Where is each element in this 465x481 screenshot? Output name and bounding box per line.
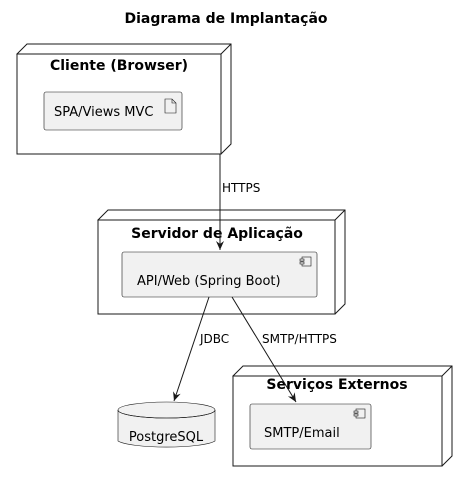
- edge-jdbc-label: JDBC: [199, 332, 229, 346]
- artifact-spa-views: SPA/Views MVC: [43, 91, 183, 131]
- database-postgresql-label: PostgreSQL: [129, 430, 204, 445]
- edge-smtp-label: SMTP/HTTPS: [262, 332, 337, 346]
- node-cliente-title: Cliente (Browser): [50, 58, 188, 74]
- component-api-web: API/Web (Spring Boot): [121, 251, 318, 298]
- node-servidor-title: Servidor de Aplicação: [131, 226, 303, 242]
- component-smtp-email: SMTP/Email: [249, 403, 372, 450]
- edge-https-label: HTTPS: [222, 181, 260, 195]
- edge-smtp: SMTP/HTTPS: [231, 296, 337, 403]
- node-externos-title: Serviços Externos: [266, 377, 407, 393]
- component-api-web-label: API/Web (Spring Boot): [137, 274, 281, 289]
- component-icon: [299, 256, 312, 267]
- artifact-spa-views-label: SPA/Views MVC: [54, 105, 153, 120]
- component-smtp-email-label: SMTP/Email: [264, 426, 340, 441]
- component-icon: [353, 408, 366, 419]
- node-externos: Serviços Externos SMTP/Email: [232, 365, 453, 467]
- node-cliente: Cliente (Browser) SPA/Views MVC: [16, 43, 232, 155]
- edge-jdbc: JDBC: [173, 296, 229, 402]
- artifact-icon: [164, 98, 177, 114]
- node-servidor: Servidor de Aplicação API/Web (Spring Bo…: [97, 209, 346, 315]
- diagram-title: Diagrama de Implantação: [124, 11, 327, 27]
- edge-https: HTTPS: [216, 154, 260, 250]
- database-postgresql: PostgreSQL: [117, 401, 216, 448]
